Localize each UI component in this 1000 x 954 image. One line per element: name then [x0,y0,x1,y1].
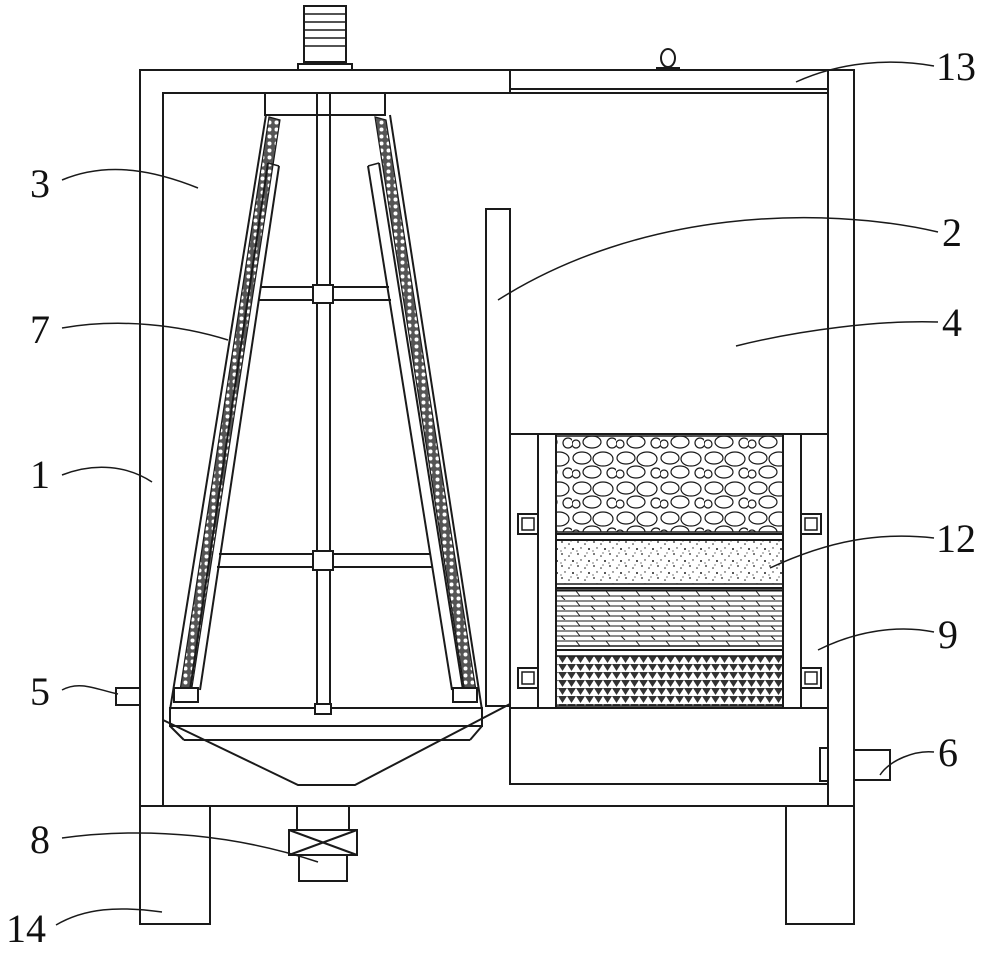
leader-line-13 [795,61,935,83]
filter-frame-right [782,433,802,709]
filter-tank [509,433,829,785]
leader-line-7 [61,322,229,341]
label-13: 13 [936,44,976,89]
label-7: 7 [30,307,50,352]
label-1: 1 [30,452,50,497]
filter-layer-fiber [555,589,784,647]
leader-line-6 [879,751,935,776]
stirring-shaft [316,93,331,708]
leader-line-9 [817,628,935,651]
inlet-pipe [115,687,141,706]
label-12: 12 [936,516,976,561]
outlet-valve [819,747,829,782]
partition-plate [485,208,511,707]
leader-line-8 [61,832,319,863]
filter-layer-sand [555,539,784,585]
leader-line-3 [61,168,199,189]
label-14: 14 [6,906,46,951]
filter-layer-carbon [555,655,784,707]
label-6: 6 [938,730,958,775]
motor [297,5,353,71]
label-5: 5 [30,669,50,714]
label-9: 9 [938,612,958,657]
support-leg-right [785,805,855,925]
leader-line-4 [735,321,939,347]
outlet-pipe [853,749,891,781]
label-2: 2 [942,210,962,255]
mesh-screen-left [178,116,281,701]
leader-line-14 [55,908,163,926]
label-3: 3 [30,161,50,206]
label-4: 4 [942,300,962,345]
collection-hopper [162,703,511,786]
leader-line-1 [61,466,153,483]
shaft-mount-plate [264,92,386,116]
top-cover [509,69,829,94]
filter-frame-left [537,433,557,709]
drain-valve [288,805,358,882]
label-8: 8 [30,817,50,862]
support-leg-left [139,805,211,925]
leader-line-12 [769,535,935,569]
lifting-ring [656,48,680,69]
leader-line-5 [61,685,119,695]
mesh-screen-right [374,116,478,701]
leader-line-2 [497,216,939,301]
filter-layer-gravel [555,435,784,533]
